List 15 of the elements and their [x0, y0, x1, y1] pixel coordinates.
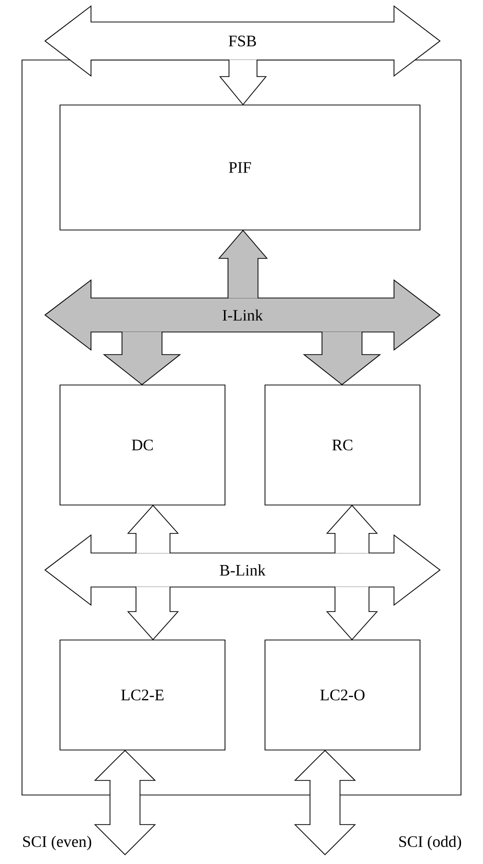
block-box: LC2-O — [264, 640, 420, 750]
block-arrow — [302, 331, 382, 386]
port-label: SCI (even) — [23, 836, 92, 850]
block-arrow — [127, 504, 179, 554]
block-box: LC2-E — [60, 640, 226, 750]
block-arrow — [326, 504, 378, 554]
block-arrow — [102, 331, 182, 386]
block-arrow — [127, 586, 179, 640]
block-box: DC — [60, 384, 226, 506]
port-label: SCI (odd) — [399, 836, 462, 850]
block-box: RC — [264, 384, 420, 506]
block-arrow — [218, 230, 268, 299]
block-box: PIF — [60, 104, 420, 230]
block-arrow — [219, 59, 267, 106]
block-arrow — [326, 586, 378, 640]
